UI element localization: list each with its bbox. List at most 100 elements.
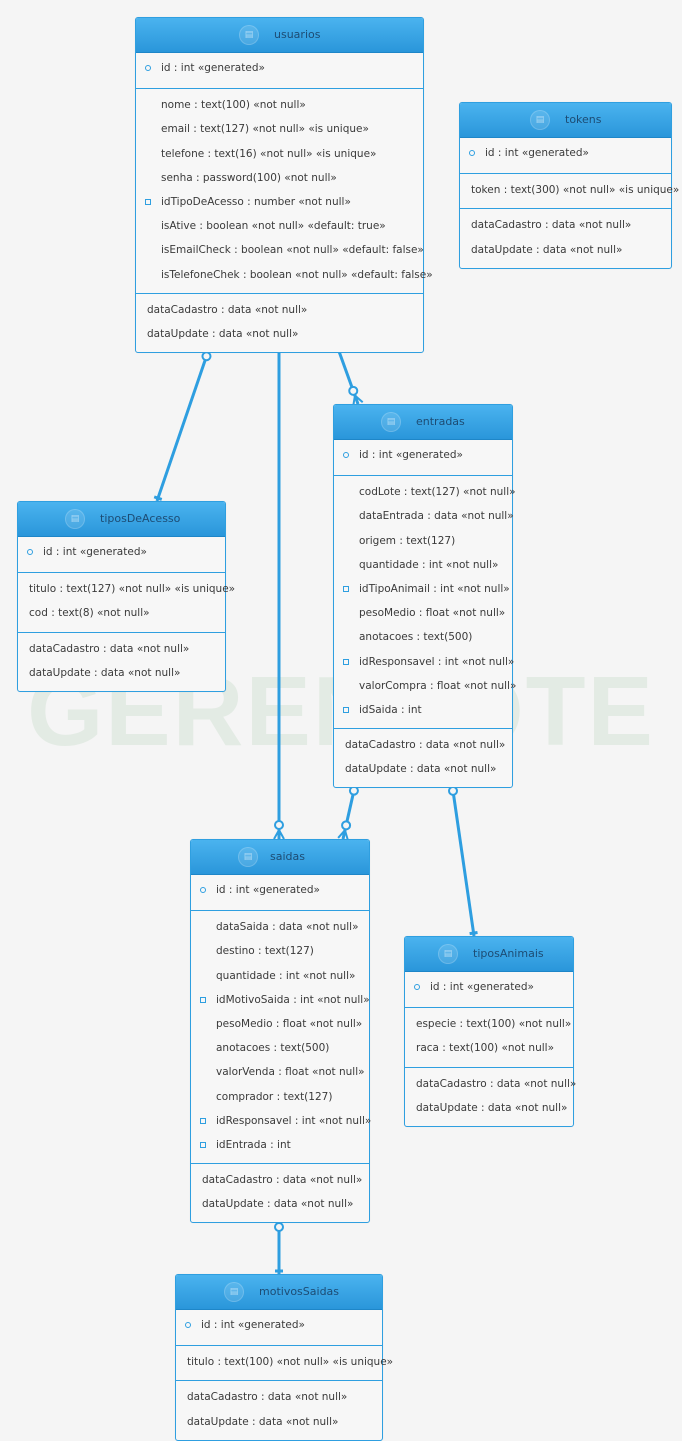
relationship-entradas-tiposAnimais[interactable]: [445, 775, 478, 937]
field-text: id : int «generated»: [359, 449, 463, 461]
field-row: dataCadastro : data «not null»: [460, 216, 671, 240]
many-marker: [344, 829, 349, 841]
field-text: dataUpdate : data «not null»: [416, 1101, 568, 1114]
entity-tiposDeAcesso[interactable]: ▤tiposDeAcesso id : int «generated» titulo…: [17, 501, 235, 692]
field-text: idResponsavel : int «not null»: [216, 1114, 372, 1127]
entity-title: tokens: [565, 113, 602, 126]
field-text: id : int «generated»: [161, 62, 265, 74]
field-text: idTipoDeAcesso : number «not null»: [161, 195, 351, 208]
primary-key-section: id : int «generated»: [460, 138, 671, 173]
field-row: dataUpdate : data «not null»: [334, 760, 512, 784]
primary-key-section: id : int «generated»: [191, 875, 369, 910]
entity-header[interactable]: ▤tiposDeAcesso: [18, 502, 225, 537]
fields-section: token : text(300) «not null» «is unique»: [460, 173, 679, 208]
field-text: id : int «generated»: [216, 884, 320, 896]
field-row: destino : text(127): [191, 942, 369, 966]
one-marker: [153, 495, 163, 501]
field-text: valorCompra : float «not null»: [359, 679, 517, 692]
field-text: isTelefoneChek : boolean «not null» «def…: [161, 268, 433, 281]
foreign-key-icon: [200, 996, 206, 1003]
relationship-usuarios-saidas[interactable]: [273, 343, 285, 840]
foreign-key-icon: [343, 706, 349, 713]
optional-marker: [448, 785, 459, 796]
entity-saidas[interactable]: ▤saidas id : int «generated» dataSaida : d…: [190, 839, 372, 1224]
entity-title: entradas: [416, 415, 465, 428]
field-text: telefone : text(16) «not null» «is uniqu…: [161, 147, 377, 160]
field-text: anotacoes : text(500): [359, 631, 473, 644]
entity-title: motivosSaidas: [259, 1285, 340, 1298]
entity-icon: ▤: [65, 509, 85, 529]
field-row: id : int «generated»: [136, 59, 423, 83]
entity-header[interactable]: ▤entradas: [334, 405, 512, 440]
relationship-line: [155, 342, 213, 502]
field-row: idResponsavel : int «not null»: [191, 1112, 372, 1136]
foreign-key-icon: [145, 198, 151, 205]
entity-header[interactable]: ▤saidas: [191, 840, 369, 875]
primary-key-section: id : int «generated»: [136, 53, 423, 88]
field-row: cod : text(8) «not null»: [18, 604, 225, 628]
entity-header[interactable]: ▤tokens: [460, 103, 671, 138]
field-text: isEmailCheck : boolean «not null» «defau…: [161, 244, 424, 257]
field-text: idMotivoSaida : int «not null»: [216, 993, 370, 1006]
primary-key-icon: [343, 452, 349, 458]
primary-key-icon: [145, 65, 151, 71]
many-marker: [354, 394, 364, 404]
foreign-key-icon: [200, 1141, 206, 1148]
entity-header[interactable]: ▤tiposAnimais: [405, 937, 573, 972]
field-row: dataCadastro : data «not null»: [334, 736, 512, 760]
timestamps-section: dataCadastro : data «not null»dataUpdate…: [191, 1163, 369, 1222]
field-row: dataUpdate : data «not null»: [18, 664, 225, 688]
field-row: isTelefoneChek : boolean «not null» «def…: [136, 266, 433, 290]
field-text: id : int «generated»: [201, 1319, 305, 1331]
field-row: idEntrada : int: [191, 1136, 369, 1160]
field-text: id : int «generated»: [43, 546, 147, 558]
field-row: dataUpdate : data «not null»: [176, 1413, 382, 1437]
field-row: titulo : text(127) «not null» «is unique…: [18, 580, 235, 604]
field-text: quantidade : int «not null»: [216, 969, 356, 982]
field-text: destino : text(127): [216, 945, 314, 958]
fields-section: codLote : text(127) «not null»dataEntrad…: [334, 475, 516, 728]
entity-header[interactable]: ▤usuarios: [136, 18, 423, 53]
primary-key-section: id : int «generated»: [176, 1310, 382, 1345]
field-row: id : int «generated»: [18, 543, 225, 567]
field-row: isEmailCheck : boolean «not null» «defau…: [136, 241, 424, 265]
field-row: dataUpdate : data «not null»: [405, 1099, 573, 1123]
field-text: isAtive : boolean «not null» «default: t…: [161, 220, 386, 233]
field-row: idTipoAnimail : int «not null»: [334, 580, 512, 604]
field-row: valorCompra : float «not null»: [334, 677, 516, 701]
optional-marker: [341, 820, 352, 831]
field-row: isAtive : boolean «not null» «default: t…: [136, 217, 423, 241]
field-text: dataCadastro : data «not null»: [345, 739, 506, 752]
field-text: dataCadastro : data «not null»: [29, 642, 190, 655]
field-text: dataUpdate : data «not null»: [187, 1415, 339, 1428]
field-row: nome : text(100) «not null»: [136, 96, 423, 120]
entity-entradas[interactable]: ▤entradas id : int «generated» codLote : t…: [333, 404, 516, 789]
many-marker: [278, 829, 285, 840]
entity-usuarios[interactable]: ▤usuarios id : int «generated» nome : text…: [135, 17, 433, 354]
primary-key-icon: [469, 150, 475, 156]
field-row: idSaida : int: [334, 701, 512, 725]
field-text: id : int «generated»: [430, 981, 534, 993]
field-row: quantidade : int «not null»: [191, 967, 369, 991]
field-text: titulo : text(127) «not null» «is unique…: [29, 583, 236, 596]
field-text: nome : text(100) «not null»: [161, 99, 306, 112]
optional-marker: [274, 820, 284, 830]
foreign-key-icon: [343, 658, 349, 665]
optional-marker: [201, 351, 212, 362]
field-text: dataEntrada : data «not null»: [359, 510, 514, 523]
field-text: idSaida : int: [359, 703, 422, 716]
field-text: dataCadastro : data «not null»: [471, 219, 632, 232]
primary-key-icon: [27, 549, 33, 555]
field-text: valorVenda : float «not null»: [216, 1066, 365, 1079]
field-row: dataEntrada : data «not null»: [334, 507, 514, 531]
relationship-usuarios-tiposDeAcesso[interactable]: [153, 341, 217, 502]
entity-header[interactable]: ▤motivosSaidas: [176, 1275, 382, 1310]
fields-section: dataSaida : data «not null»destino : tex…: [191, 910, 372, 1163]
field-row: dataCadastro : data «not null»: [176, 1388, 382, 1412]
field-text: dataCadastro : data «not null»: [416, 1077, 577, 1090]
field-text: raca : text(100) «not null»: [416, 1042, 554, 1055]
